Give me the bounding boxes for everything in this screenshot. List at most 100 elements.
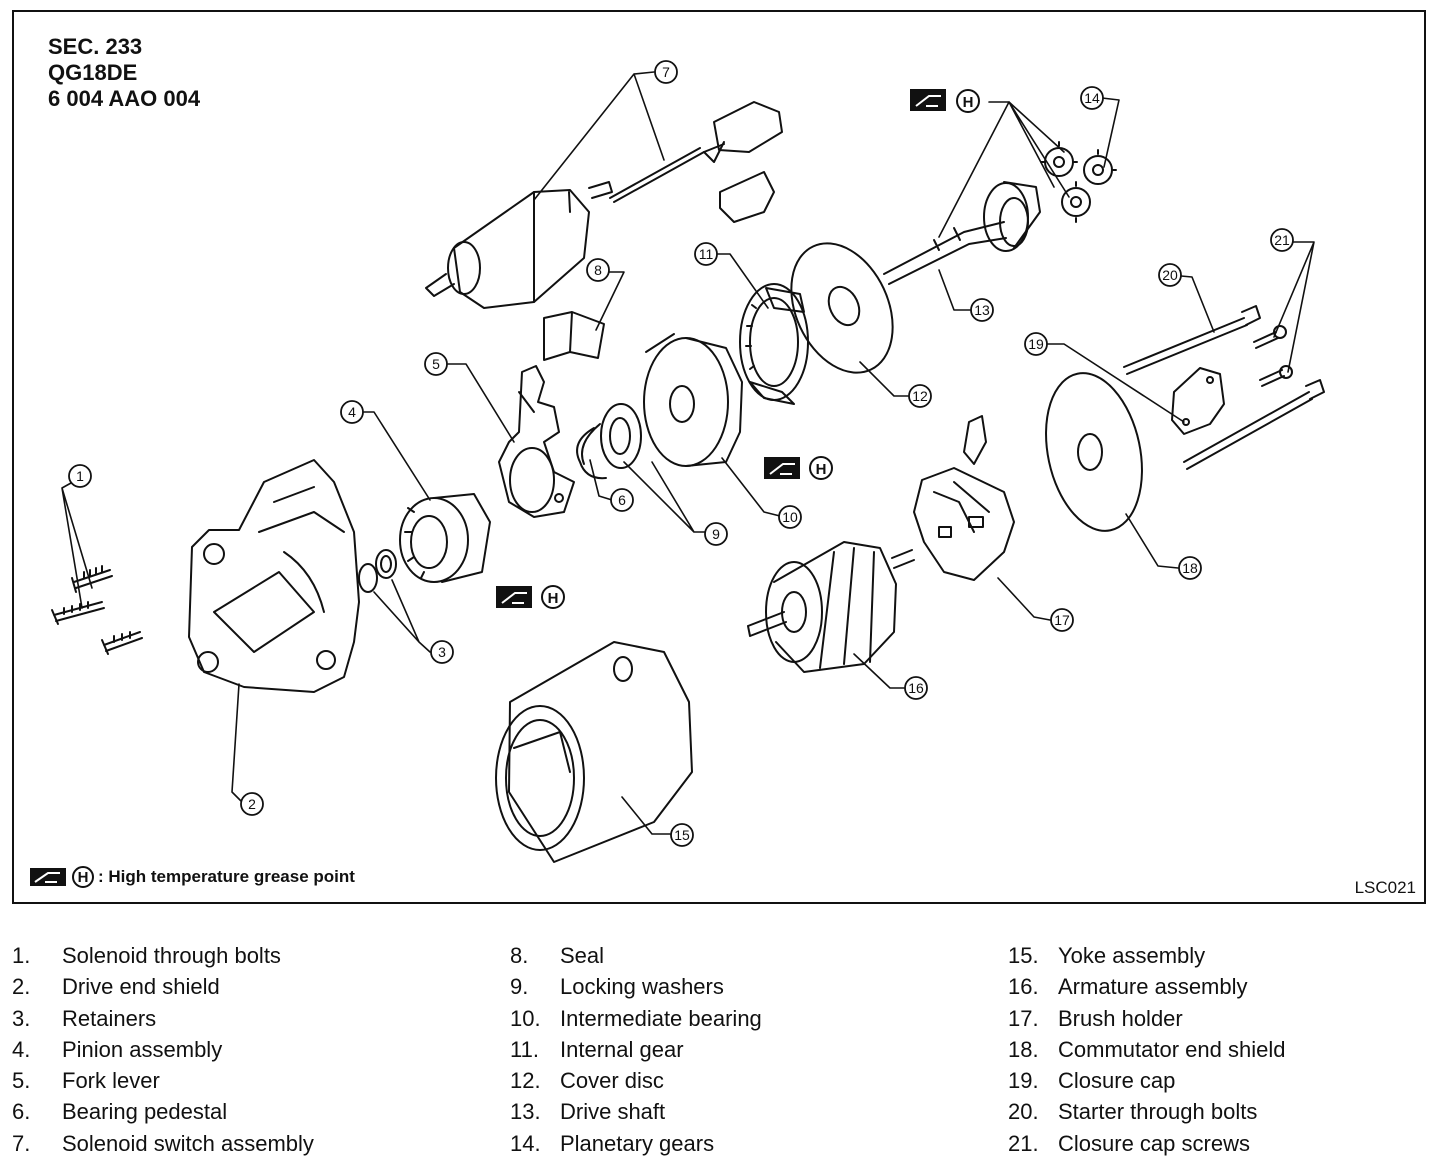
grease-letter: H [72, 866, 94, 888]
callout-13: 13 [974, 302, 990, 318]
parts-list-item: 4.Pinion assembly [12, 1034, 314, 1065]
diagram-frame: H H H 1 [12, 10, 1426, 904]
engine-code: QG18DE [48, 60, 138, 85]
part-number-label: 17. [1008, 1005, 1039, 1031]
part-name: Internal gear [560, 1036, 684, 1062]
part-name: Solenoid through bolts [62, 943, 281, 968]
callout-21: 21 [1274, 232, 1290, 248]
exploded-starter-diagram: H H H 1 [51, 60, 1325, 863]
callout-20: 20 [1162, 267, 1178, 283]
callout-8: 8 [594, 262, 602, 278]
grease-point-markers [496, 89, 980, 609]
callout-7: 7 [662, 64, 670, 80]
solenoid-through-bolts-part [51, 565, 143, 655]
parts-list-item: 7.Solenoid switch assembly [12, 1128, 314, 1159]
part-number-label: 7. [12, 1130, 31, 1156]
callout-2: 2 [248, 796, 256, 812]
yoke-assembly-part [495, 641, 693, 863]
part-number-label: 14. [510, 1130, 541, 1156]
part-number-label: 10. [510, 1005, 541, 1031]
part-name: Planetary gears [560, 1130, 715, 1156]
part-number-label: 18. [1008, 1036, 1039, 1062]
part-name: Closure cap screws [1058, 1130, 1250, 1156]
solenoid-switch-assembly-part [425, 101, 783, 309]
parts-list-item: 12. Cover disc [510, 1065, 762, 1096]
grease-symbol-icon [30, 868, 66, 886]
part-number: 6 004 AAO 004 [48, 86, 201, 111]
callout-17: 17 [1054, 612, 1070, 628]
parts-column-3: 15. Yoke assembly 16. Armature assembly 17. B… [1008, 940, 1285, 1159]
grease-letter: H [963, 94, 974, 111]
part-name: Cover disc [560, 1068, 664, 1094]
callout-11: 11 [699, 246, 714, 262]
part-number-label: 6. [12, 1099, 31, 1125]
part-number-label: 16. [1008, 974, 1039, 1000]
callout-6: 6 [618, 492, 626, 508]
part-name: Fork lever [62, 1068, 160, 1094]
grease-symbol-icon [764, 456, 833, 480]
brush-holder-part [913, 415, 1015, 581]
parts-list-item: 2. Drive end shield [12, 971, 314, 1002]
part-name: Locking washers [560, 974, 724, 1000]
part-number-label: 1. [12, 943, 31, 968]
parts-list-item: 20.Starter through bolts [1008, 1096, 1285, 1127]
leader-lines [61, 71, 1315, 835]
part-number-label: 12. [510, 1068, 541, 1094]
parts-list-item: 13.Drive shaft [510, 1096, 762, 1127]
part-number-label: 3. [12, 1005, 31, 1031]
drive-end-shield-part [188, 459, 360, 693]
part-name: Bearing pedestal [62, 1099, 228, 1125]
intermediate-bearing-part [643, 333, 743, 467]
fork-lever-part [498, 365, 575, 518]
parts-list-item: 1. Solenoid through bolts [12, 940, 314, 971]
part-name: Drive shaft [560, 1099, 666, 1125]
parts-list-item: 6. Bearing pedestal [12, 1096, 314, 1127]
retainers-part [358, 549, 397, 593]
legend-text: : High temperature grease point [98, 867, 355, 886]
part-number-label: 2. [12, 974, 31, 1000]
parts-list-item: 9. Locking washers [510, 971, 762, 1002]
part-name: Brush holder [1058, 1005, 1183, 1031]
part-name: Retainers [62, 1005, 157, 1031]
callout-18: 18 [1182, 560, 1198, 576]
starter-through-bolts-part [1123, 305, 1325, 470]
parts-list-item: 3. Retainers [12, 1003, 314, 1034]
part-name: Drive end shield [62, 974, 220, 1000]
internal-gear-part [739, 283, 809, 405]
part-name: Armature assembly [1058, 974, 1248, 1000]
callout-4: 4 [348, 404, 356, 420]
closure-cap-screws-part [1253, 325, 1293, 387]
parts-list-item: 15. Yoke assembly [1008, 940, 1285, 971]
grease-letter: H [548, 590, 559, 607]
part-name: Yoke assembly [1058, 943, 1206, 968]
callout-1: 1 [76, 468, 84, 484]
part-name: Starter through bolts [1058, 1099, 1258, 1125]
commutator-end-shield-part [1045, 372, 1143, 532]
callout-14: 14 [1084, 90, 1100, 106]
seal-part [543, 311, 605, 361]
grease-symbol-icon [910, 89, 980, 113]
callout-3: 3 [438, 644, 446, 660]
drive-shaft-part [883, 181, 1041, 285]
callout-19: 19 [1028, 336, 1044, 352]
parts-list-item: 5. Fork lever [12, 1065, 314, 1096]
part-number-label: 9. [510, 974, 529, 1000]
part-number-label: 15. [1008, 943, 1039, 968]
closure-cap-part [1171, 367, 1225, 435]
part-number-label: 5. [12, 1068, 31, 1094]
parts-list: 1. Solenoid through bolts 2. Drive end shie… [0, 940, 1456, 1160]
callout-12: 12 [912, 388, 928, 404]
callout-16: 16 [908, 680, 924, 696]
callout-9: 9 [712, 526, 720, 542]
parts-list-item: 11.Internal gear [510, 1034, 762, 1065]
pinion-assembly-part [399, 493, 491, 583]
part-number-label: 19. [1008, 1068, 1039, 1094]
locking-washers-part [600, 403, 642, 469]
parts-list-item: 21.Closure cap screws [1008, 1128, 1285, 1159]
callout-5: 5 [432, 356, 440, 372]
parts-list-item: 17. Brush holder [1008, 1003, 1285, 1034]
planetary-gears-part [1040, 141, 1117, 223]
parts-column-1: 1. Solenoid through bolts 2. Drive end shie… [12, 940, 314, 1159]
parts-list-item: 16. Armature assembly [1008, 971, 1285, 1002]
parts-list-item: 10.Intermediate bearing [510, 1003, 762, 1034]
